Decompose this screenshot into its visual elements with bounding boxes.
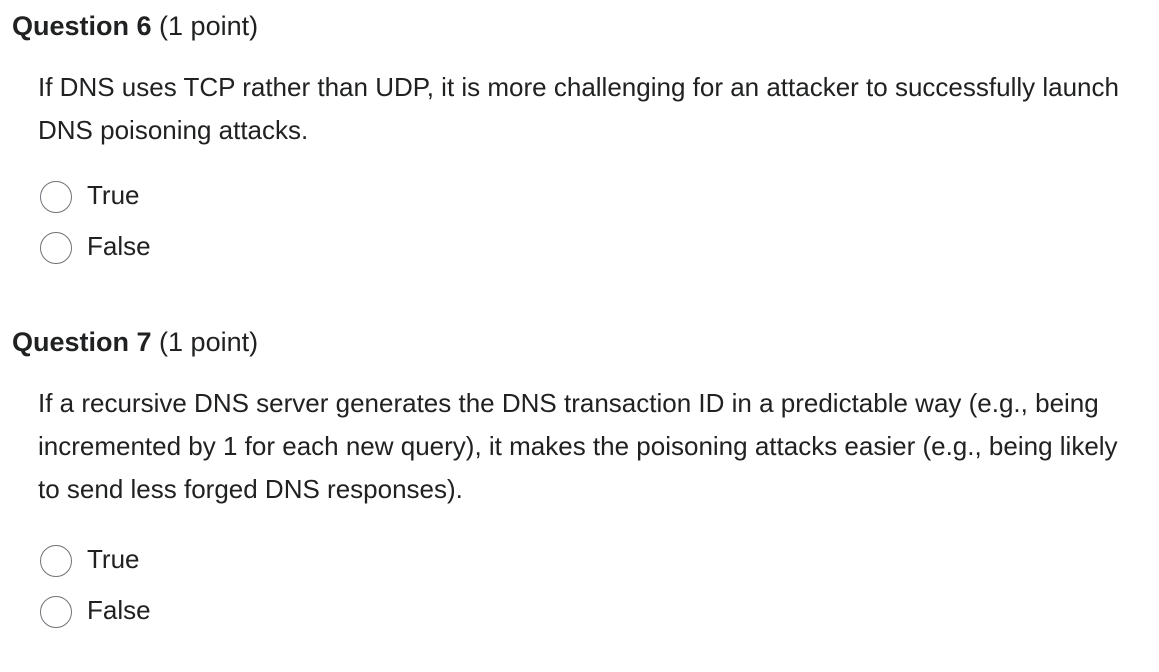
question-points: (1 point) — [159, 327, 259, 357]
option-true[interactable]: True — [40, 171, 1142, 222]
question-header: Question 6 (1 point) — [12, 8, 1142, 44]
option-label[interactable]: False — [87, 594, 151, 625]
option-false[interactable]: False — [40, 222, 1142, 273]
radio-button[interactable] — [40, 595, 72, 628]
question-6: Question 6 (1 point) If DNS uses TCP rat… — [12, 8, 1142, 273]
option-true[interactable]: True — [40, 535, 1142, 586]
question-points: (1 point) — [159, 11, 259, 41]
radio-button[interactable] — [40, 180, 72, 213]
question-text: If a recursive DNS server generates the … — [38, 388, 1118, 504]
question-header: Question 7 (1 point) — [12, 324, 1142, 360]
question-text: If DNS uses TCP rather than UDP, it is m… — [38, 72, 1119, 145]
option-false[interactable]: False — [40, 586, 1142, 637]
radio-button[interactable] — [40, 544, 72, 577]
option-label[interactable]: True — [87, 543, 140, 574]
option-label[interactable]: True — [87, 179, 140, 210]
answer-options: True False — [12, 171, 1142, 273]
option-label[interactable]: False — [87, 230, 151, 261]
answer-options: True False — [12, 535, 1142, 637]
radio-button[interactable] — [40, 231, 72, 264]
question-title: Question 7 — [12, 327, 152, 357]
question-title: Question 6 — [12, 11, 152, 41]
question-7: Question 7 (1 point) If a recursive DNS … — [12, 324, 1142, 637]
